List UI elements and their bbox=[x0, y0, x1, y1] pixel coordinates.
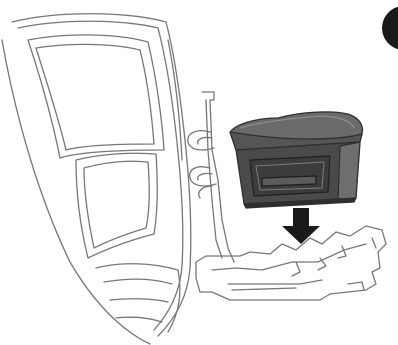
arrow-down-icon bbox=[282, 208, 320, 244]
cargo-box bbox=[230, 112, 362, 208]
vehicle-rear bbox=[2, 14, 191, 344]
step-badge bbox=[382, 6, 398, 50]
